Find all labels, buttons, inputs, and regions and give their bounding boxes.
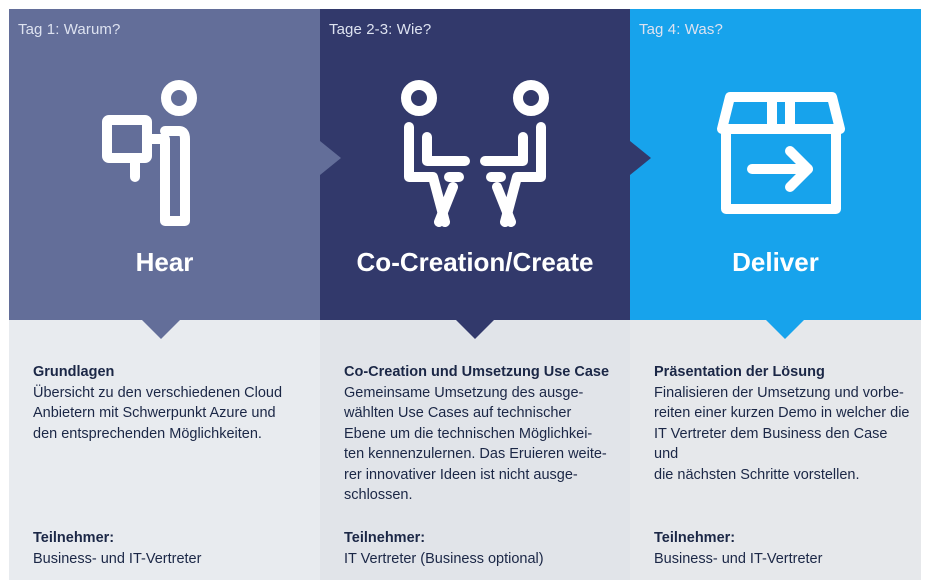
participants-label: Teilnehmer: — [33, 530, 115, 546]
description: Co-Creation und Umsetzung Use Case Gemei… — [344, 362, 620, 506]
description-line: schlossen. — [344, 487, 413, 503]
participants: Teilnehmer: Business- und IT-Vertreter — [33, 528, 310, 569]
phase-title: Co-Creation/Create — [356, 247, 594, 277]
participants-label: Teilnehmer: — [344, 530, 426, 546]
flow-arrow — [630, 141, 651, 175]
description-line: wählten Use Cases auf technischer — [344, 405, 572, 421]
description-title: Grundlagen — [33, 364, 115, 380]
day-label: Tag 1: Warum? — [18, 21, 121, 38]
day-label: Tage 2-3: Wie? — [329, 21, 432, 38]
description-line: Übersicht zu den verschiedenen Cloud — [33, 384, 283, 401]
person-presenting-icon — [102, 80, 197, 226]
description-line: Finalisieren der Umsetzung und vorbe- — [654, 384, 904, 401]
participants-value: Business- und IT-Vertreter — [33, 550, 202, 567]
phase-header-deliver: Tag 4: Was? Deliver — [630, 9, 921, 320]
description-line: reiten einer kurzen Demo in welcher die — [654, 405, 910, 421]
description: Präsentation der Lösung Finalisieren der… — [654, 362, 911, 485]
description-line: Gemeinsame Umsetzung des ausge- — [344, 384, 584, 401]
description-panel: Grundlagen Übersicht zu den verschiedene… — [9, 320, 320, 580]
participants-value: Business- und IT-Vertreter — [654, 550, 823, 567]
description-title: Co-Creation und Umsetzung Use Case — [344, 364, 610, 380]
phase-title: Deliver — [732, 247, 819, 277]
phase-header-hear: Tag 1: Warum? Hear — [9, 9, 320, 320]
two-people-collaborating-icon — [401, 80, 549, 227]
participants-value: IT Vertreter (Business optional) — [344, 550, 544, 567]
day-label: Tag 4: Was? — [639, 21, 723, 38]
participants: Teilnehmer: IT Vertreter (Business optio… — [344, 528, 620, 569]
phase-title: Hear — [135, 247, 194, 277]
description-line: Anbietern mit Schwerpunkt Azure und — [33, 405, 276, 421]
delivery-box-arrow-icon — [717, 92, 845, 214]
pointer-arrow — [766, 320, 804, 339]
description-line: ten kennenzulernen. Das Eruieren weite- — [344, 446, 607, 462]
description-line: Ebene um die technischen Möglichkei- — [344, 425, 593, 442]
description-line: die nächsten Schritte vorstellen. — [654, 466, 860, 483]
pointer-arrow — [456, 320, 494, 339]
description-line: den entsprechenden Möglichkeiten. — [33, 425, 262, 442]
participants: Teilnehmer: Business- und IT-Vertreter — [654, 528, 911, 569]
phase-header-co-creation: Tage 2-3: Wie? Co-Creation/Create — [320, 9, 630, 320]
description-line: rer innovativer Ideen ist nicht ausge- — [344, 466, 578, 483]
description-title: Präsentation der Lösung — [654, 364, 825, 380]
description-panel: Präsentation der Lösung Finalisieren der… — [630, 320, 921, 580]
description: Grundlagen Übersicht zu den verschiedene… — [33, 362, 310, 444]
description-panel: Co-Creation und Umsetzung Use Case Gemei… — [320, 320, 630, 580]
pointer-arrow — [142, 320, 180, 339]
flow-arrow — [320, 141, 341, 175]
description-line: IT Vertreter dem Business den Case und — [654, 425, 888, 463]
participants-label: Teilnehmer: — [654, 530, 736, 546]
